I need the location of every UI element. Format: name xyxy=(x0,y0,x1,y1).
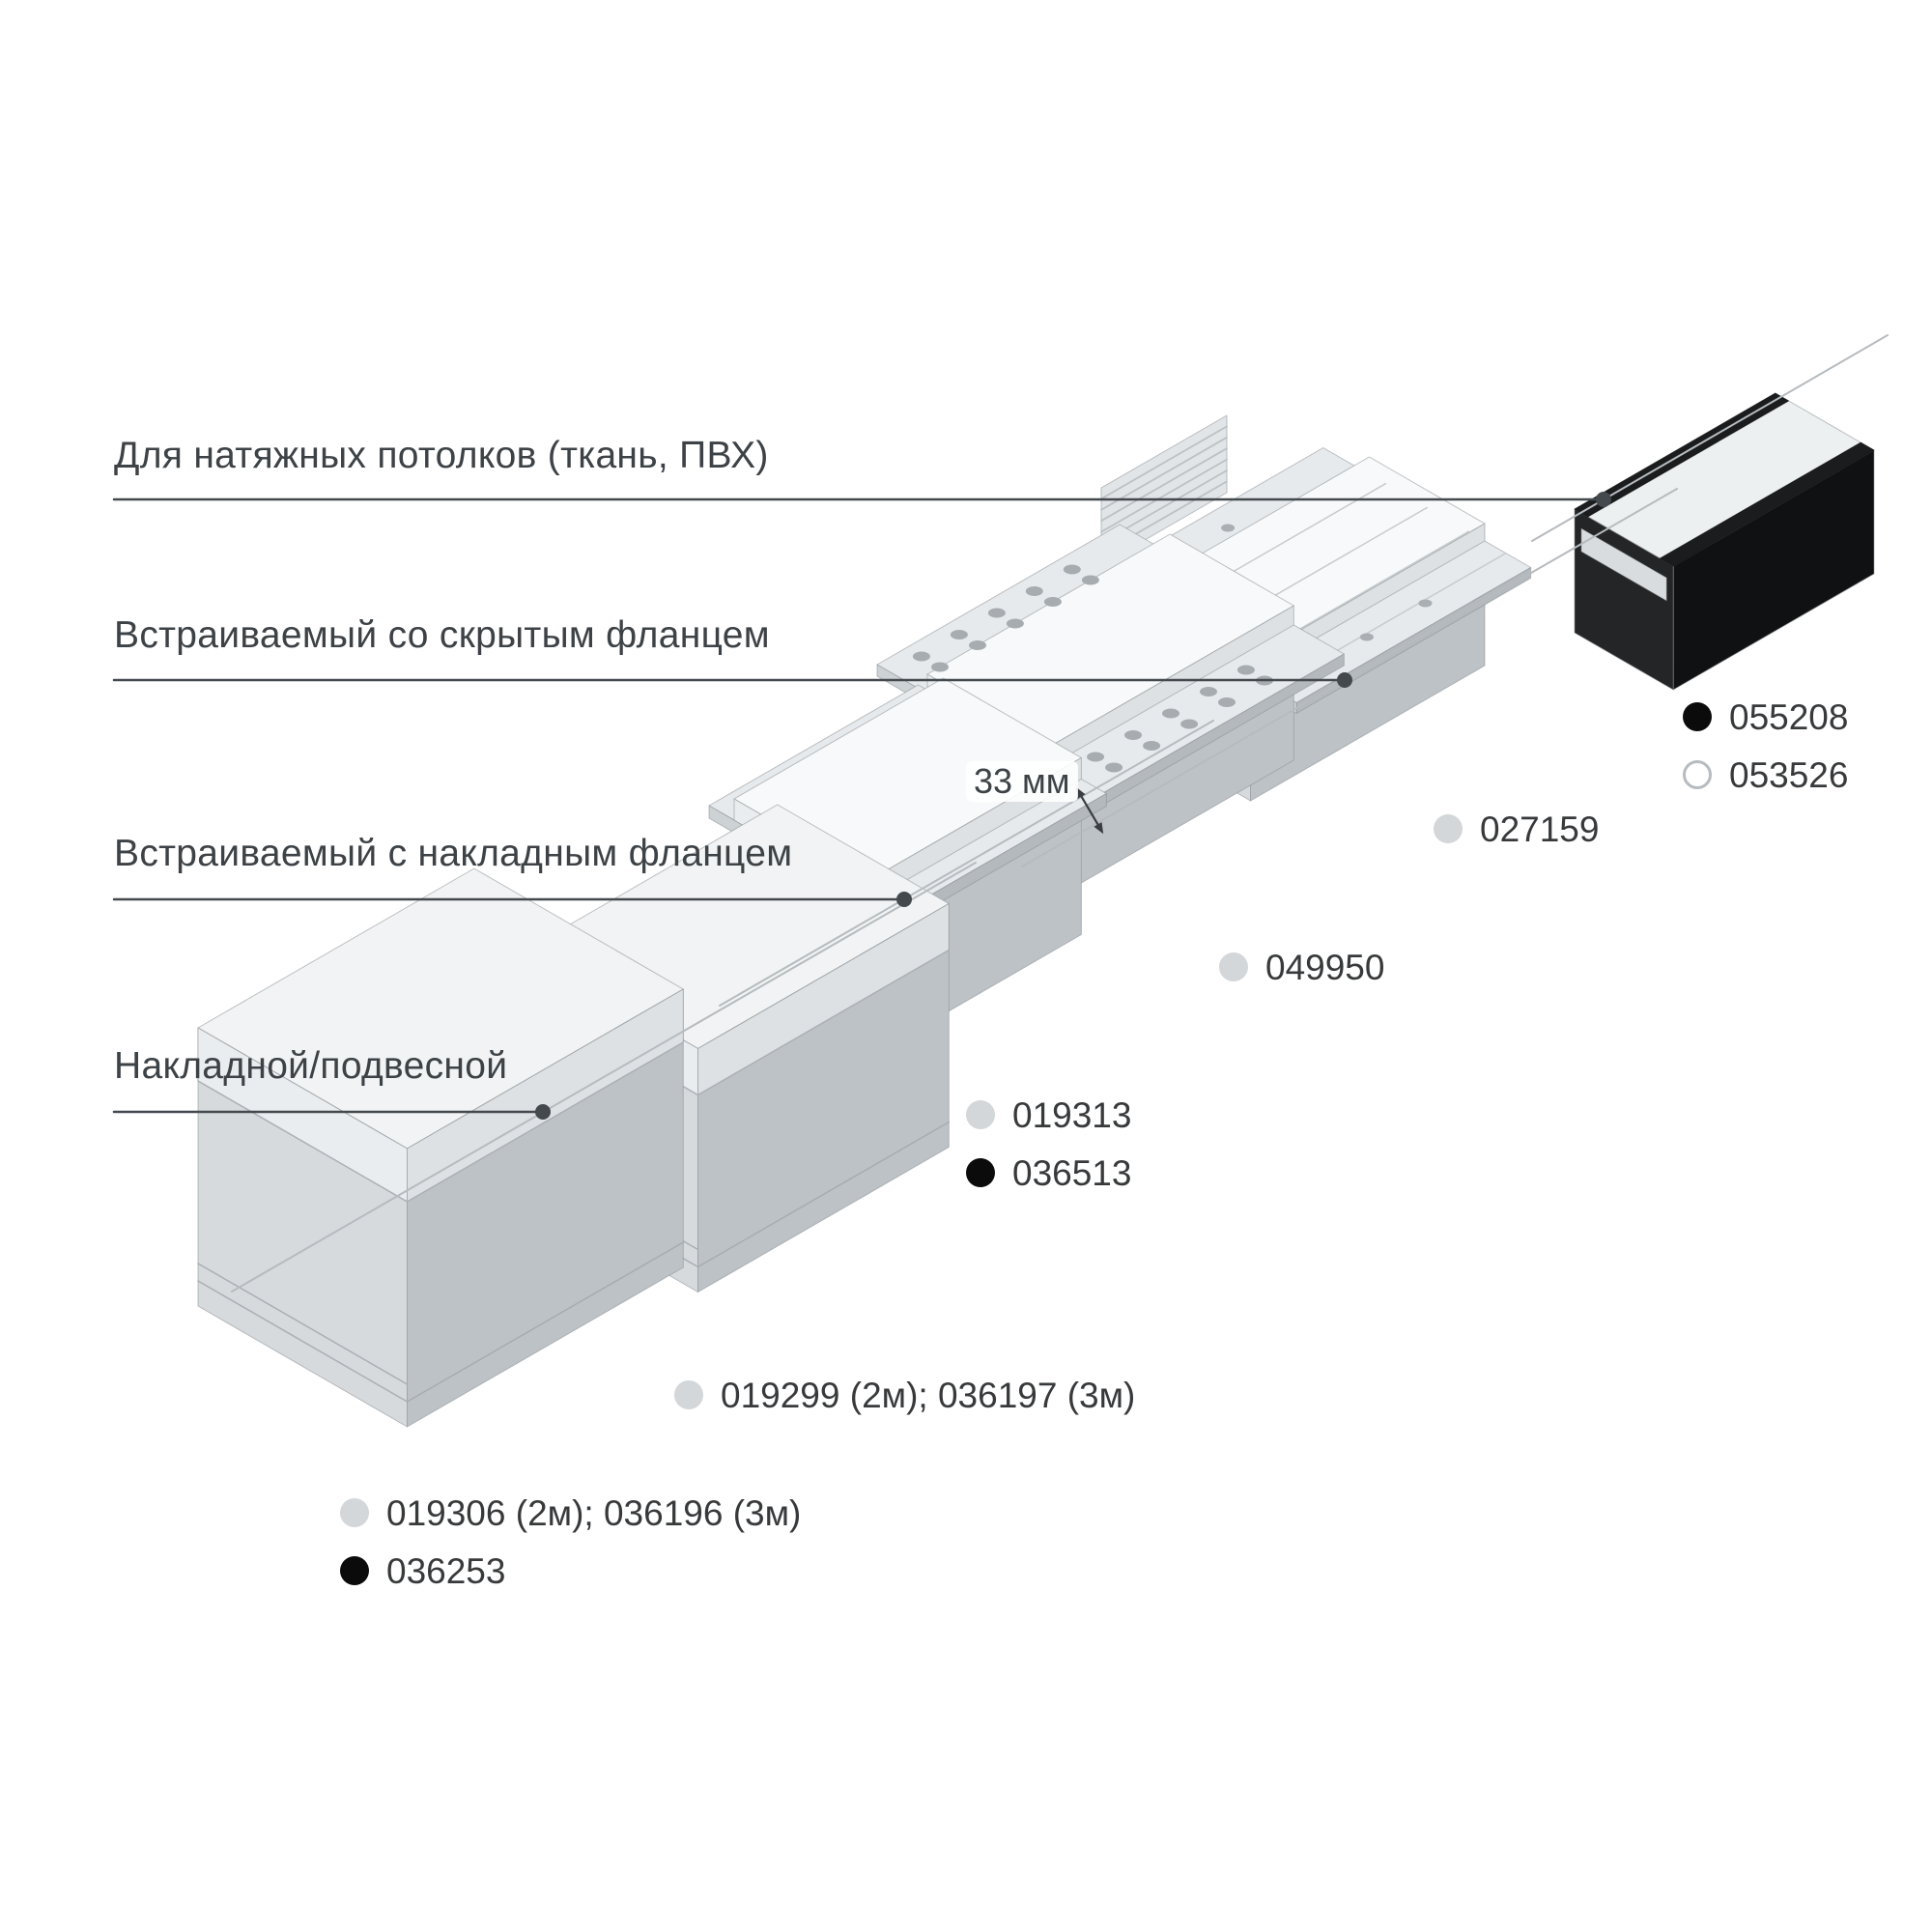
profile-stretch-ceiling-illustration xyxy=(1574,392,1875,691)
product-code: 055208 xyxy=(1729,696,1849,737)
color-variant-dot-black xyxy=(966,1158,995,1187)
category-label-stretch-ceilings: Для натяжных потолков (ткань, ПВХ) xyxy=(114,435,769,476)
color-variant-dot-gray xyxy=(966,1100,995,1129)
color-variant-dot-black xyxy=(1683,702,1712,731)
product-code-row: 019313 xyxy=(966,1090,1131,1140)
category-label-surface-suspended: Накладной/подвесной xyxy=(114,1045,508,1087)
product-code-row: 055208 xyxy=(1683,692,1848,742)
product-codes-stretch-ceiling: 055208 053526 xyxy=(1683,692,1848,800)
category-label-recessed-surface-flange: Встраиваемый с накладным фланцем xyxy=(114,833,793,874)
color-variant-dot-gray xyxy=(674,1380,703,1409)
color-variant-dot-gray xyxy=(1219,952,1248,981)
color-variant-dot-white xyxy=(1683,760,1712,789)
profile-surface-large-illustration xyxy=(197,867,685,1428)
product-code-row: 019299 (2м); 036197 (3м) xyxy=(674,1370,1135,1420)
callout-lines xyxy=(112,334,1889,1293)
product-code-row: 036513 xyxy=(966,1148,1131,1198)
product-code: 019306 (2м); 036196 (3м) xyxy=(386,1492,802,1533)
product-codes-surface-medium: 019299 (2м); 036197 (3м) xyxy=(674,1370,1135,1420)
product-codes-perforated-flange: 049950 xyxy=(1219,942,1384,992)
product-code: 019299 (2м); 036197 (3м) xyxy=(721,1375,1136,1415)
product-code-row: 019306 (2м); 036196 (3м) xyxy=(340,1488,801,1538)
product-code: 053526 xyxy=(1729,754,1849,795)
color-variant-dot-gray xyxy=(1434,814,1463,843)
product-code: 027159 xyxy=(1480,809,1600,849)
product-code: 036513 xyxy=(1012,1152,1132,1193)
product-code-row: 049950 xyxy=(1219,942,1384,992)
product-code-row: 027159 xyxy=(1434,804,1599,854)
dimension-arrow xyxy=(1075,786,1104,835)
product-code: 036253 xyxy=(386,1550,506,1591)
color-variant-dot-black xyxy=(340,1556,369,1585)
product-code-row: 036253 xyxy=(340,1546,801,1596)
product-code-row: 053526 xyxy=(1683,750,1848,800)
color-variant-dot-gray xyxy=(340,1498,369,1527)
category-label-recessed-hidden-flange: Встраиваемый со скрытым фланцем xyxy=(114,614,770,656)
product-codes-recessed-flange: 019313 036513 xyxy=(966,1090,1131,1198)
dimension-label-33mm: 33 мм xyxy=(966,761,1078,802)
product-code: 049950 xyxy=(1265,947,1385,987)
product-codes-hidden-flange: 027159 xyxy=(1434,804,1599,854)
product-code: 019313 xyxy=(1012,1094,1132,1135)
product-codes-surface-large: 019306 (2м); 036196 (3м) 036253 xyxy=(340,1488,801,1596)
